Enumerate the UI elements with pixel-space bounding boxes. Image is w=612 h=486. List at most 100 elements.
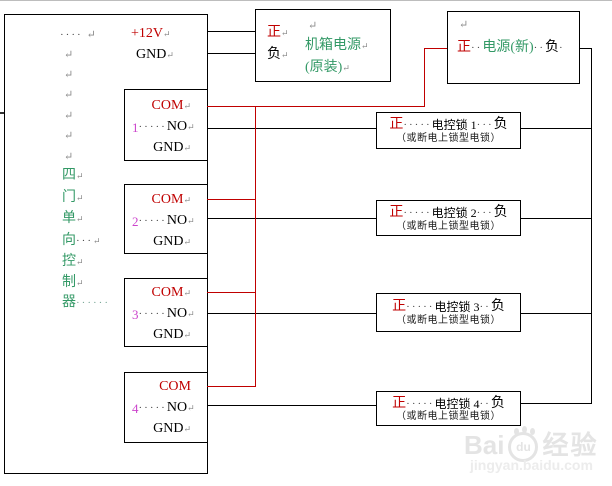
leader-dots: ···· [60,29,83,41]
pilcrow-mark: ↵ [76,214,84,224]
gnd-label: GND [153,234,184,249]
door-number: 1 [132,119,139,135]
no-label: NO [166,400,188,415]
no-label: NO [166,306,188,321]
lock-pos: 正 [389,117,404,132]
lock-box-3 [376,293,521,332]
pilcrow-mark: ↵ [64,130,74,142]
pilcrow-mark: ↵ [342,63,350,73]
wire-com4-stub [207,386,255,387]
pilcrow-mark: ↵ [183,423,191,434]
no-label: NO [166,119,188,134]
leader-dots: ····· [403,206,432,219]
pilcrow-mark: ↵ [187,402,195,413]
pilcrow-mark: ↵ [76,257,84,267]
pilcrow-mark: ↵ [76,171,84,181]
psu-original-name: 机箱电源↵ [305,38,369,53]
relay1-gnd-row: GND↵ [124,141,208,155]
lock2-sub-line: （或断电上锁型电锁） [396,221,501,232]
wire-lock2-neg-to-bus [521,218,591,219]
relay-box-1 [124,89,208,161]
lock1-main-line: 正·····电控锁 1···负 [376,118,521,132]
leader-dots: ······ [76,297,110,309]
lock4-sub-line: （或断电上锁型电锁） [396,411,501,422]
controller-title-char-4: 向···↵ [62,233,101,248]
leader-dots: ··· [476,118,494,131]
pilcrow-mark: ↵ [163,29,171,39]
wire-com3-stub [207,292,255,293]
com-label: COM [159,379,191,394]
paw-toe-dot [522,426,528,433]
lock-neg: 负 [493,117,508,132]
psu-new-pos: 正 [457,40,471,55]
baidu-paw-icon: du [508,426,539,462]
pilcrow-mark: ↵ [76,193,84,203]
wire-no2-to-lock2 [207,218,376,219]
lock2-main-line: 正·····电控锁 2···负 [376,206,521,220]
pilcrow-mark: ↵ [183,329,191,340]
relay3-no-row: 3·····NO↵ [124,307,208,321]
pilcrow-mark: ↵ [187,308,195,319]
relay2-gnd-row: GND↵ [124,235,208,249]
psu-original-neg: 负↵ [267,47,289,62]
leader-dots: ····· [406,300,435,313]
relay3-com-row: COM↵ [124,286,208,300]
psu-new-row: 正 ·· 电源(新) ·· 负 · [457,41,565,55]
power-new-box [447,11,580,84]
leader-dots: · [558,41,565,54]
wire-com1-riser [424,48,425,107]
door-number: 4 [132,400,139,416]
lock3-main-line: 正·····电控锁 3··负 [376,300,521,314]
relay-box-2 [124,184,208,254]
lock-name: 电控锁 1 [431,118,477,132]
wire-lock3-neg-to-bus [521,313,591,314]
lock-neg: 负 [493,205,508,220]
leader-dots: ··· [76,235,93,247]
controller-title-char-7: 器······ [62,295,110,310]
lock-pos: 正 [392,396,407,411]
pilcrow-mark: ↵ [308,20,318,32]
wire-psu-new-neg-out [579,48,591,49]
pilcrow-mark: ↵ [459,19,469,31]
lock-pos: 正 [392,299,407,314]
controller-title-char-3: 单↵ [62,211,84,226]
pilcrow-mark: ↵ [281,50,289,60]
door-number: 2 [132,213,139,229]
wire-12v-to-psu-pos [207,31,255,32]
pilcrow-mark: ↵ [183,142,191,153]
controller-title-char-1: 四↵ [62,168,84,183]
leader-dots: ··· [476,206,494,219]
leader-dots: ·· [479,397,491,410]
pilcrow-mark: ↵ [64,151,74,163]
com-label: COM [151,192,184,207]
controller-top-dots: ···· ↵ [60,26,96,42]
pilcrow-mark: ↵ [166,50,174,60]
paw-toe-dot [514,428,520,435]
leader-dots: ····· [403,118,432,131]
leader-dots: ····· [138,214,167,227]
wire-to-psu-new-pos [424,48,447,49]
watermark-url: jingyan.baidu.com [470,457,593,473]
psu-original-subname: (原装)↵ [305,60,350,75]
leader-dots: ····· [406,397,435,410]
controller-title-char-5: 控↵ [62,254,84,269]
no-label: NO [166,213,188,228]
pilcrow-mark: ↵ [64,49,74,61]
paw-toe-dot [530,428,536,435]
lock-pos: 正 [389,205,404,220]
top-border-line [0,0,612,1]
gnd-label: GND [153,421,184,436]
pilcrow-mark: ↵ [361,41,369,51]
leader-dots: ····· [138,401,167,414]
baidu-watermark: Bai du 经验 [464,426,598,462]
pilcrow-mark: ↵ [86,29,96,41]
leader-dots: ·· [479,300,491,313]
wire-no4-to-lock4 [207,405,376,406]
lock-box-1 [376,112,521,149]
leader-dots: ····· [138,120,167,133]
lock-box-2 [376,200,521,236]
relay4-com-row: COM [124,380,208,394]
terminal-12v: +12V↵ [131,25,171,41]
relay1-no-row: 1·····NO↵ [124,120,208,134]
